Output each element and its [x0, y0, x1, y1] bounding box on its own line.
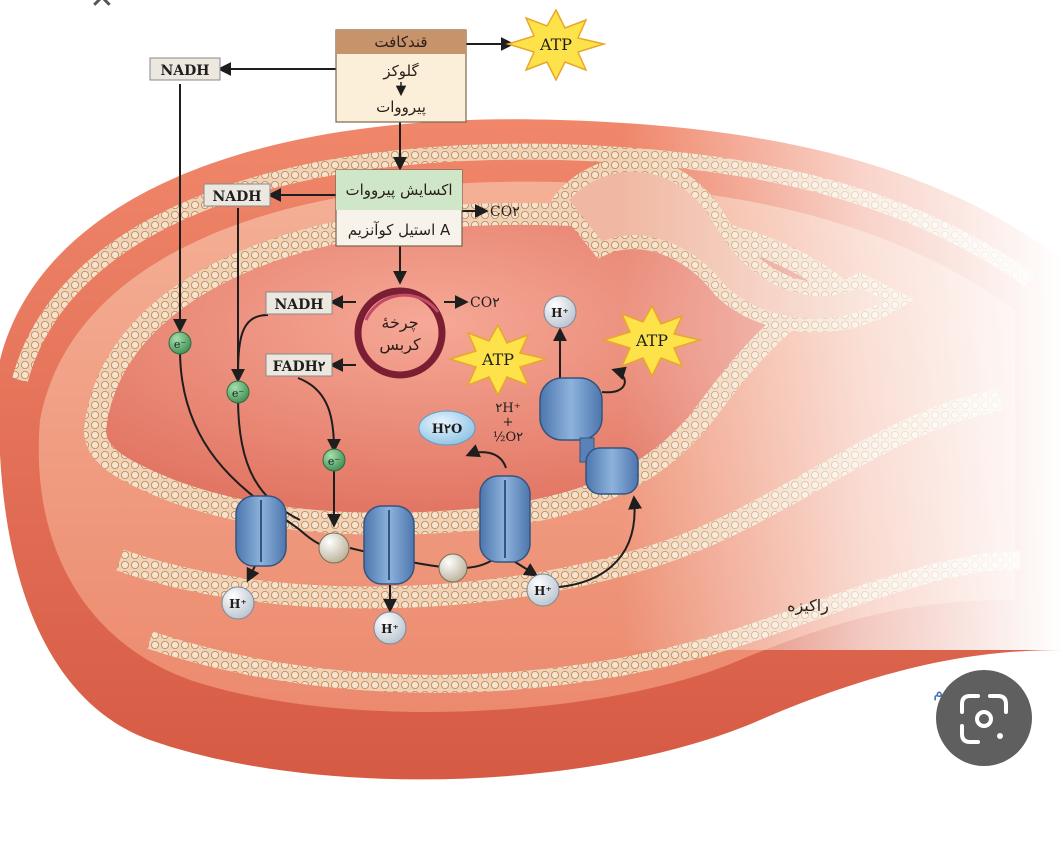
fadh2-label: FADH۲ [265, 353, 333, 377]
proton-1: H⁺ [543, 295, 577, 329]
svg-text:NADH: NADH [212, 189, 261, 205]
proton-3: H⁺ [373, 611, 407, 645]
oxygen-reaction: ۲H⁺ + ½O۲ [493, 401, 523, 445]
krebs-cycle: چرخهٔ کربس [354, 287, 446, 379]
cytochrome-ball [438, 553, 468, 583]
lens-search-button[interactable] [936, 670, 1032, 766]
nadh-label-1: NADH [149, 57, 221, 81]
pyruvate-oxidation-box: اکسایش پیرووات استیل کوآنزیم A [335, 169, 463, 247]
svg-text:NADH: NADH [160, 63, 209, 79]
matrix-region-label: راکیزه [787, 596, 829, 616]
ubiquinone-ball [318, 532, 350, 564]
atp-star-2: ATP [447, 323, 549, 397]
google-lens-icon [960, 694, 1008, 744]
nadh-label-3: NADH [265, 291, 333, 315]
oxidation-title: اکسایش پیرووات [345, 181, 452, 200]
krebs-line2: کربس [379, 335, 421, 355]
svg-text:۲H⁺: ۲H⁺ [495, 401, 520, 416]
svg-text:NADH: NADH [274, 297, 323, 313]
electron-3: e⁻ [322, 448, 346, 472]
protein-complex-2 [363, 505, 415, 585]
svg-text:½O۲: ½O۲ [493, 430, 523, 445]
co2-label-2: CO۲ [470, 295, 500, 311]
fade-overlay [620, 90, 1063, 650]
glycolysis-title: قندکافت [374, 33, 427, 51]
protein-complex-3 [479, 475, 531, 563]
svg-text:ATP: ATP [539, 35, 572, 54]
svg-text:H⁺: H⁺ [229, 597, 247, 611]
acetyl-coa-label: استیل کوآنزیم A [348, 221, 451, 239]
svg-text:ATP: ATP [481, 350, 514, 369]
proton-4: H⁺ [526, 573, 560, 607]
svg-text:e⁻: e⁻ [328, 455, 341, 468]
svg-text:H⁺: H⁺ [381, 622, 399, 636]
glucose-label: گلوکز [382, 62, 419, 80]
atp-star-1: ATP [505, 8, 607, 82]
electron-1: e⁻ [168, 331, 192, 355]
krebs-line1: چرخهٔ [381, 313, 418, 333]
glycolysis-box: قندکافت گلوکز پیرووات [335, 29, 467, 123]
svg-text:H۲O: H۲O [432, 422, 463, 437]
svg-text:H⁺: H⁺ [534, 584, 552, 598]
svg-text:ATP: ATP [635, 331, 668, 350]
svg-text:FADH۲: FADH۲ [273, 359, 326, 375]
proton-2: H⁺ [221, 586, 255, 620]
co2-label-1: CO۲ [490, 204, 520, 220]
water-molecule: H۲O [418, 410, 476, 446]
svg-text:H⁺: H⁺ [551, 306, 569, 320]
pyruvate-label: پیرووات [376, 98, 426, 117]
lens-button-bg [936, 670, 1032, 766]
electron-2: e⁻ [226, 380, 250, 404]
svg-text:e⁻: e⁻ [174, 338, 187, 351]
atp-synthase [539, 377, 639, 495]
atp-star-3: ATP [601, 304, 703, 378]
protein-complex-1 [235, 495, 287, 567]
svg-text:e⁻: e⁻ [232, 387, 245, 400]
close-icon[interactable]: ✕ [89, 0, 114, 16]
nadh-label-2: NADH [203, 183, 271, 207]
pathway-arrows [173, 37, 643, 613]
svg-text:+: + [503, 415, 514, 430]
